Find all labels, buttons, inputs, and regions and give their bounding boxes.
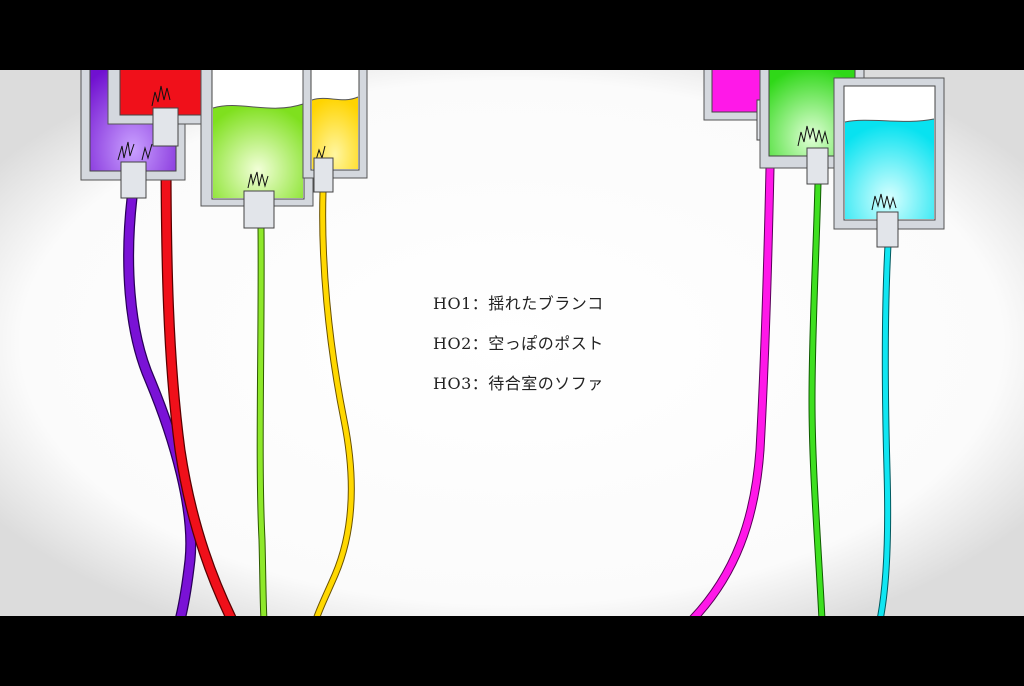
letterbox-bottom <box>0 616 1024 686</box>
handout-1-label: HO1：揺れたブランコ <box>433 294 604 313</box>
handout-2-label: HO2：空っぽのポスト <box>433 334 604 353</box>
letterbox-top <box>0 0 1024 70</box>
iv-bag-magenta-icon <box>703 70 780 141</box>
iv-bag-lime-icon <box>200 70 314 229</box>
handout-3-label: HO3：待合室のソファ <box>433 374 604 393</box>
iv-bag-yellow-icon <box>302 70 368 193</box>
iv-bag-cyan-icon <box>833 77 945 248</box>
